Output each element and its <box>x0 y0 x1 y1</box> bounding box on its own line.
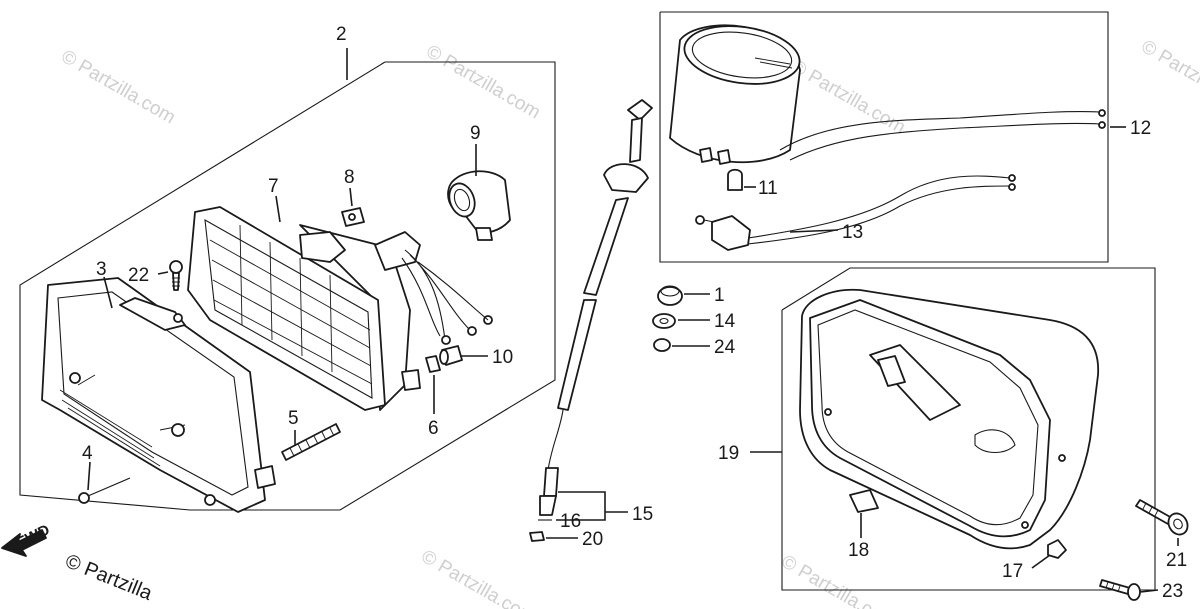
screw-part-22 <box>169 260 183 291</box>
watermark: © Partzilla.com <box>1138 36 1200 118</box>
callout-19: 19 <box>718 443 739 464</box>
socket-wire-part-13 <box>695 174 1016 251</box>
callout-20: 20 <box>582 529 603 550</box>
callout-15: 15 <box>632 504 653 525</box>
callout-18: 18 <box>848 540 869 561</box>
nut-part-20 <box>529 531 545 542</box>
cushion-rubber-part-1 <box>657 285 683 306</box>
speedometer-group-frame <box>659 11 1109 263</box>
callout-24: 24 <box>714 337 736 358</box>
callout-17: 17 <box>1002 561 1023 582</box>
callout-5: 5 <box>288 408 299 429</box>
watermark: © Partzilla.com <box>778 551 899 609</box>
headlight-group-frame <box>19 61 556 511</box>
case-group-frame <box>781 267 1156 591</box>
callout-1: 1 <box>714 285 725 306</box>
sealed-beam-headlight <box>187 206 493 411</box>
callout-23: 23 <box>1162 581 1183 602</box>
callout-4: 4 <box>82 443 93 464</box>
callout-8: 8 <box>344 167 355 188</box>
headlight-case <box>799 288 1099 550</box>
callout-16: 16 <box>560 511 581 532</box>
callout-14: 14 <box>714 311 736 332</box>
callout-9: 9 <box>470 123 481 144</box>
speedometer-cable <box>538 99 653 521</box>
callout-22: 22 <box>128 265 149 286</box>
callout-7: 7 <box>268 176 279 197</box>
callout-2: 2 <box>336 24 347 45</box>
nut-part-17 <box>1047 539 1067 559</box>
adjusting-spring <box>281 423 341 461</box>
socket-cover <box>447 170 511 241</box>
nut-part-6 <box>425 355 441 373</box>
nut-part-24 <box>653 338 671 352</box>
clip-nut-part-18 <box>849 489 879 513</box>
watermark: © Partzilla.com <box>418 546 539 609</box>
washer-part-14 <box>652 313 676 329</box>
callout-3: 3 <box>96 259 107 280</box>
bolt-part-21 <box>1135 499 1189 536</box>
callout-10: 10 <box>492 347 513 368</box>
callout-11: 11 <box>758 178 778 199</box>
leader-lines <box>87 48 1179 593</box>
callout-13: 13 <box>842 222 863 243</box>
watermark: © Partzilla.com <box>423 41 544 123</box>
callout-21: 21 <box>1166 550 1187 571</box>
callout-numbers: 2 3 22 7 8 9 10 5 6 4 11 12 13 1 14 24 1… <box>82 24 1187 602</box>
callout-12: 12 <box>1130 118 1151 139</box>
grommet-part-10 <box>439 345 463 366</box>
watermark: © Partzilla.com <box>58 46 179 128</box>
headlight-rim <box>41 277 276 513</box>
bulb-part-11 <box>727 168 743 191</box>
fwd-label: FWD <box>14 521 52 551</box>
fwd-direction-arrow: FWD <box>1 521 53 557</box>
bracket-part-8 <box>341 207 365 227</box>
screw-part-4 <box>78 477 131 504</box>
callout-6: 6 <box>428 418 439 439</box>
copyright-text: © Partzilla <box>62 550 156 605</box>
speedometer <box>669 24 1106 165</box>
